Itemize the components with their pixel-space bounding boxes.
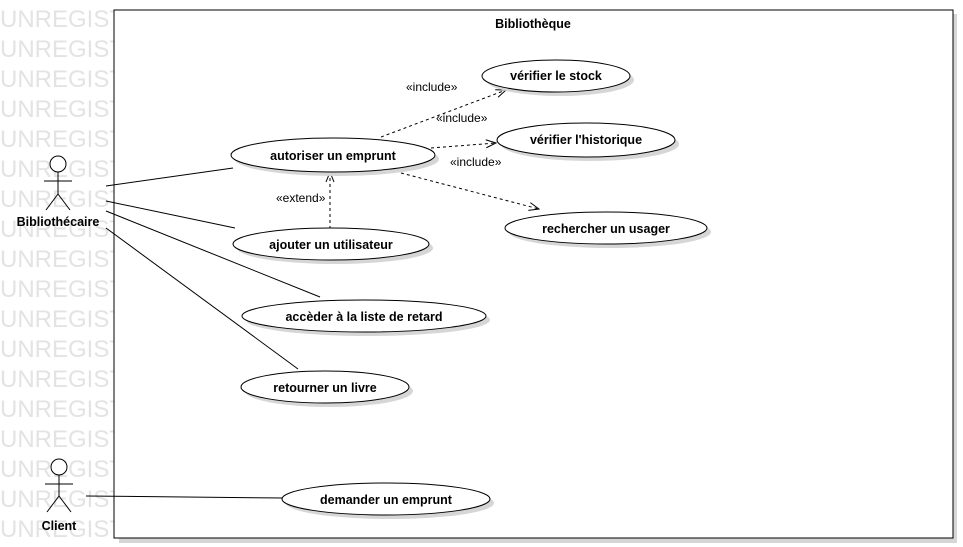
system-boundary [113,9,954,539]
actor-head-icon [49,155,67,173]
use-case-label: ajouter un utilisateur [269,238,393,252]
association-line [105,227,299,370]
use-case-ellipse [230,137,436,173]
watermark-text: UNREGIST [0,216,124,243]
use-case-label: rechercher un usager [542,222,670,236]
use-case-acceder-liste-retard[interactable]: accèder à la liste de retard [241,299,490,336]
include-label: «include» [406,80,458,94]
watermark-text: UNREGIST [0,366,124,393]
use-case-ellipse [232,227,430,261]
actor-head-icon [50,458,68,476]
actor-right-leg-icon [57,193,71,211]
use-case-verifier-stock[interactable]: vérifier le stock [481,59,634,96]
watermark-text: UNREGIST [0,6,124,33]
use-case-label: accèder à la liste de retard [285,310,442,324]
use-case-verifier-historique[interactable]: vérifier l'historique [496,122,679,161]
actor-bibliothecaire[interactable]: Bibliothécaire [17,155,100,229]
watermark-text: UNREGIST [0,36,124,63]
actor-left-leg-icon [45,193,59,211]
actor-client[interactable]: Client [42,458,78,533]
use-case-ellipse [481,59,631,93]
extend-label: «extend» [276,191,326,205]
watermark-text: UNREGIST [0,96,124,123]
use-case-label: autoriser un emprunt [270,149,397,163]
actor-right-leg-icon [58,495,72,513]
use-case-rechercher-usager[interactable]: rechercher un usager [504,211,711,248]
include-label: «include» [450,155,502,169]
actor-label: Bibliothécaire [17,215,100,229]
association-line [105,167,234,187]
use-case-demander-emprunt[interactable]: demander un emprunt [281,482,494,519]
use-case-ellipse [281,482,491,516]
association-line [85,495,285,499]
use-case-ellipse [240,370,410,404]
use-case-label: demander un emprunt [320,493,453,507]
association-line [105,210,321,298]
use-case-retourner-livre[interactable]: retourner un livre [240,370,413,407]
watermark-text: UNREGIST [0,516,124,543]
use-case-ajouter-utilisateur[interactable]: ajouter un utilisateur [232,227,433,264]
watermark-text: UNREGIST [0,246,124,273]
include-label: «include» [436,111,488,125]
use-case-ellipse [504,211,708,245]
use-case-autoriser-emprunt[interactable]: autoriser un emprunt [230,137,439,176]
watermark-layer: UNREGIST UNREGIST UNREGIST UNREGIST UNREGIST… [0,6,124,543]
watermark-text: UNREGIST [0,336,124,363]
watermark-text: UNREGIST [0,276,124,303]
actor-label: Client [42,519,78,533]
watermark-text: UNREGIST [0,426,124,453]
watermark-text: UNREGIST [0,306,124,333]
watermark-text: UNREGIST [0,396,124,423]
use-case-label: vérifier le stock [510,69,602,83]
include-arrow [430,143,496,149]
watermark-text: UNREGIST [0,126,124,153]
watermark-text: UNREGIST [0,66,124,93]
association-line [105,200,236,229]
use-case-label: vérifier l'historique [530,133,642,147]
use-case-label: retourner un livre [273,381,377,395]
include-arrow [380,90,506,138]
use-case-ellipse [241,299,487,333]
actor-left-leg-icon [46,495,60,513]
system-title: Bibliothèque [495,17,571,31]
use-case-ellipse [496,122,676,158]
